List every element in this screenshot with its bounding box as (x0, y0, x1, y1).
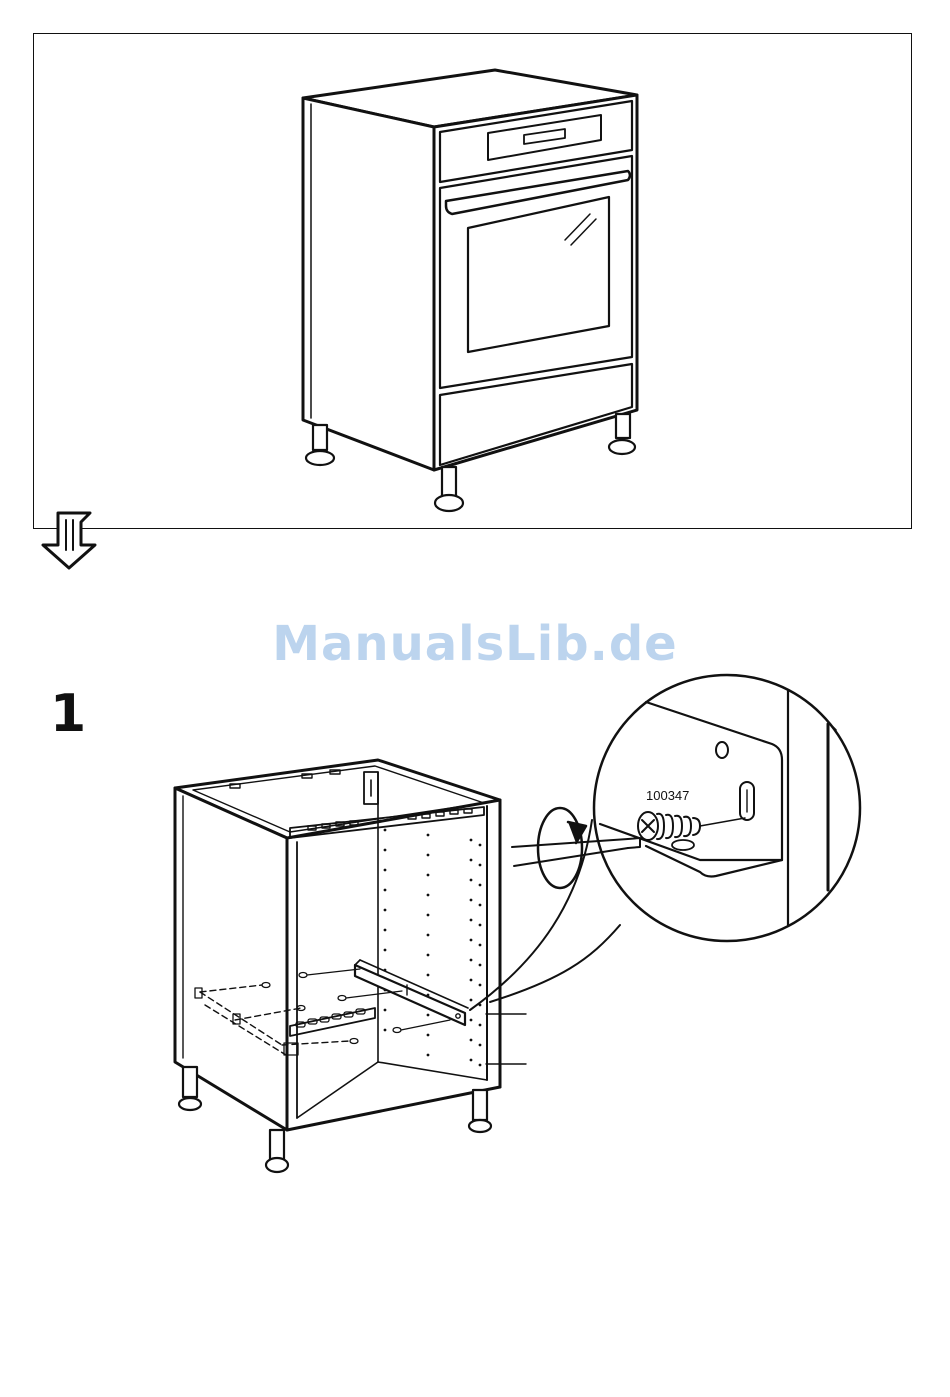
watermark: ManualsLib.de (0, 616, 950, 672)
oven-cabinet-illustration (303, 70, 637, 511)
shelf-pin-holes (384, 829, 482, 1067)
cabinet-frame-illustration (175, 760, 526, 1172)
part-code-label: 100347 (646, 788, 689, 803)
step-number: 1 (50, 684, 86, 744)
next-step-arrow-icon (43, 513, 95, 568)
detail-callout (470, 675, 860, 1010)
